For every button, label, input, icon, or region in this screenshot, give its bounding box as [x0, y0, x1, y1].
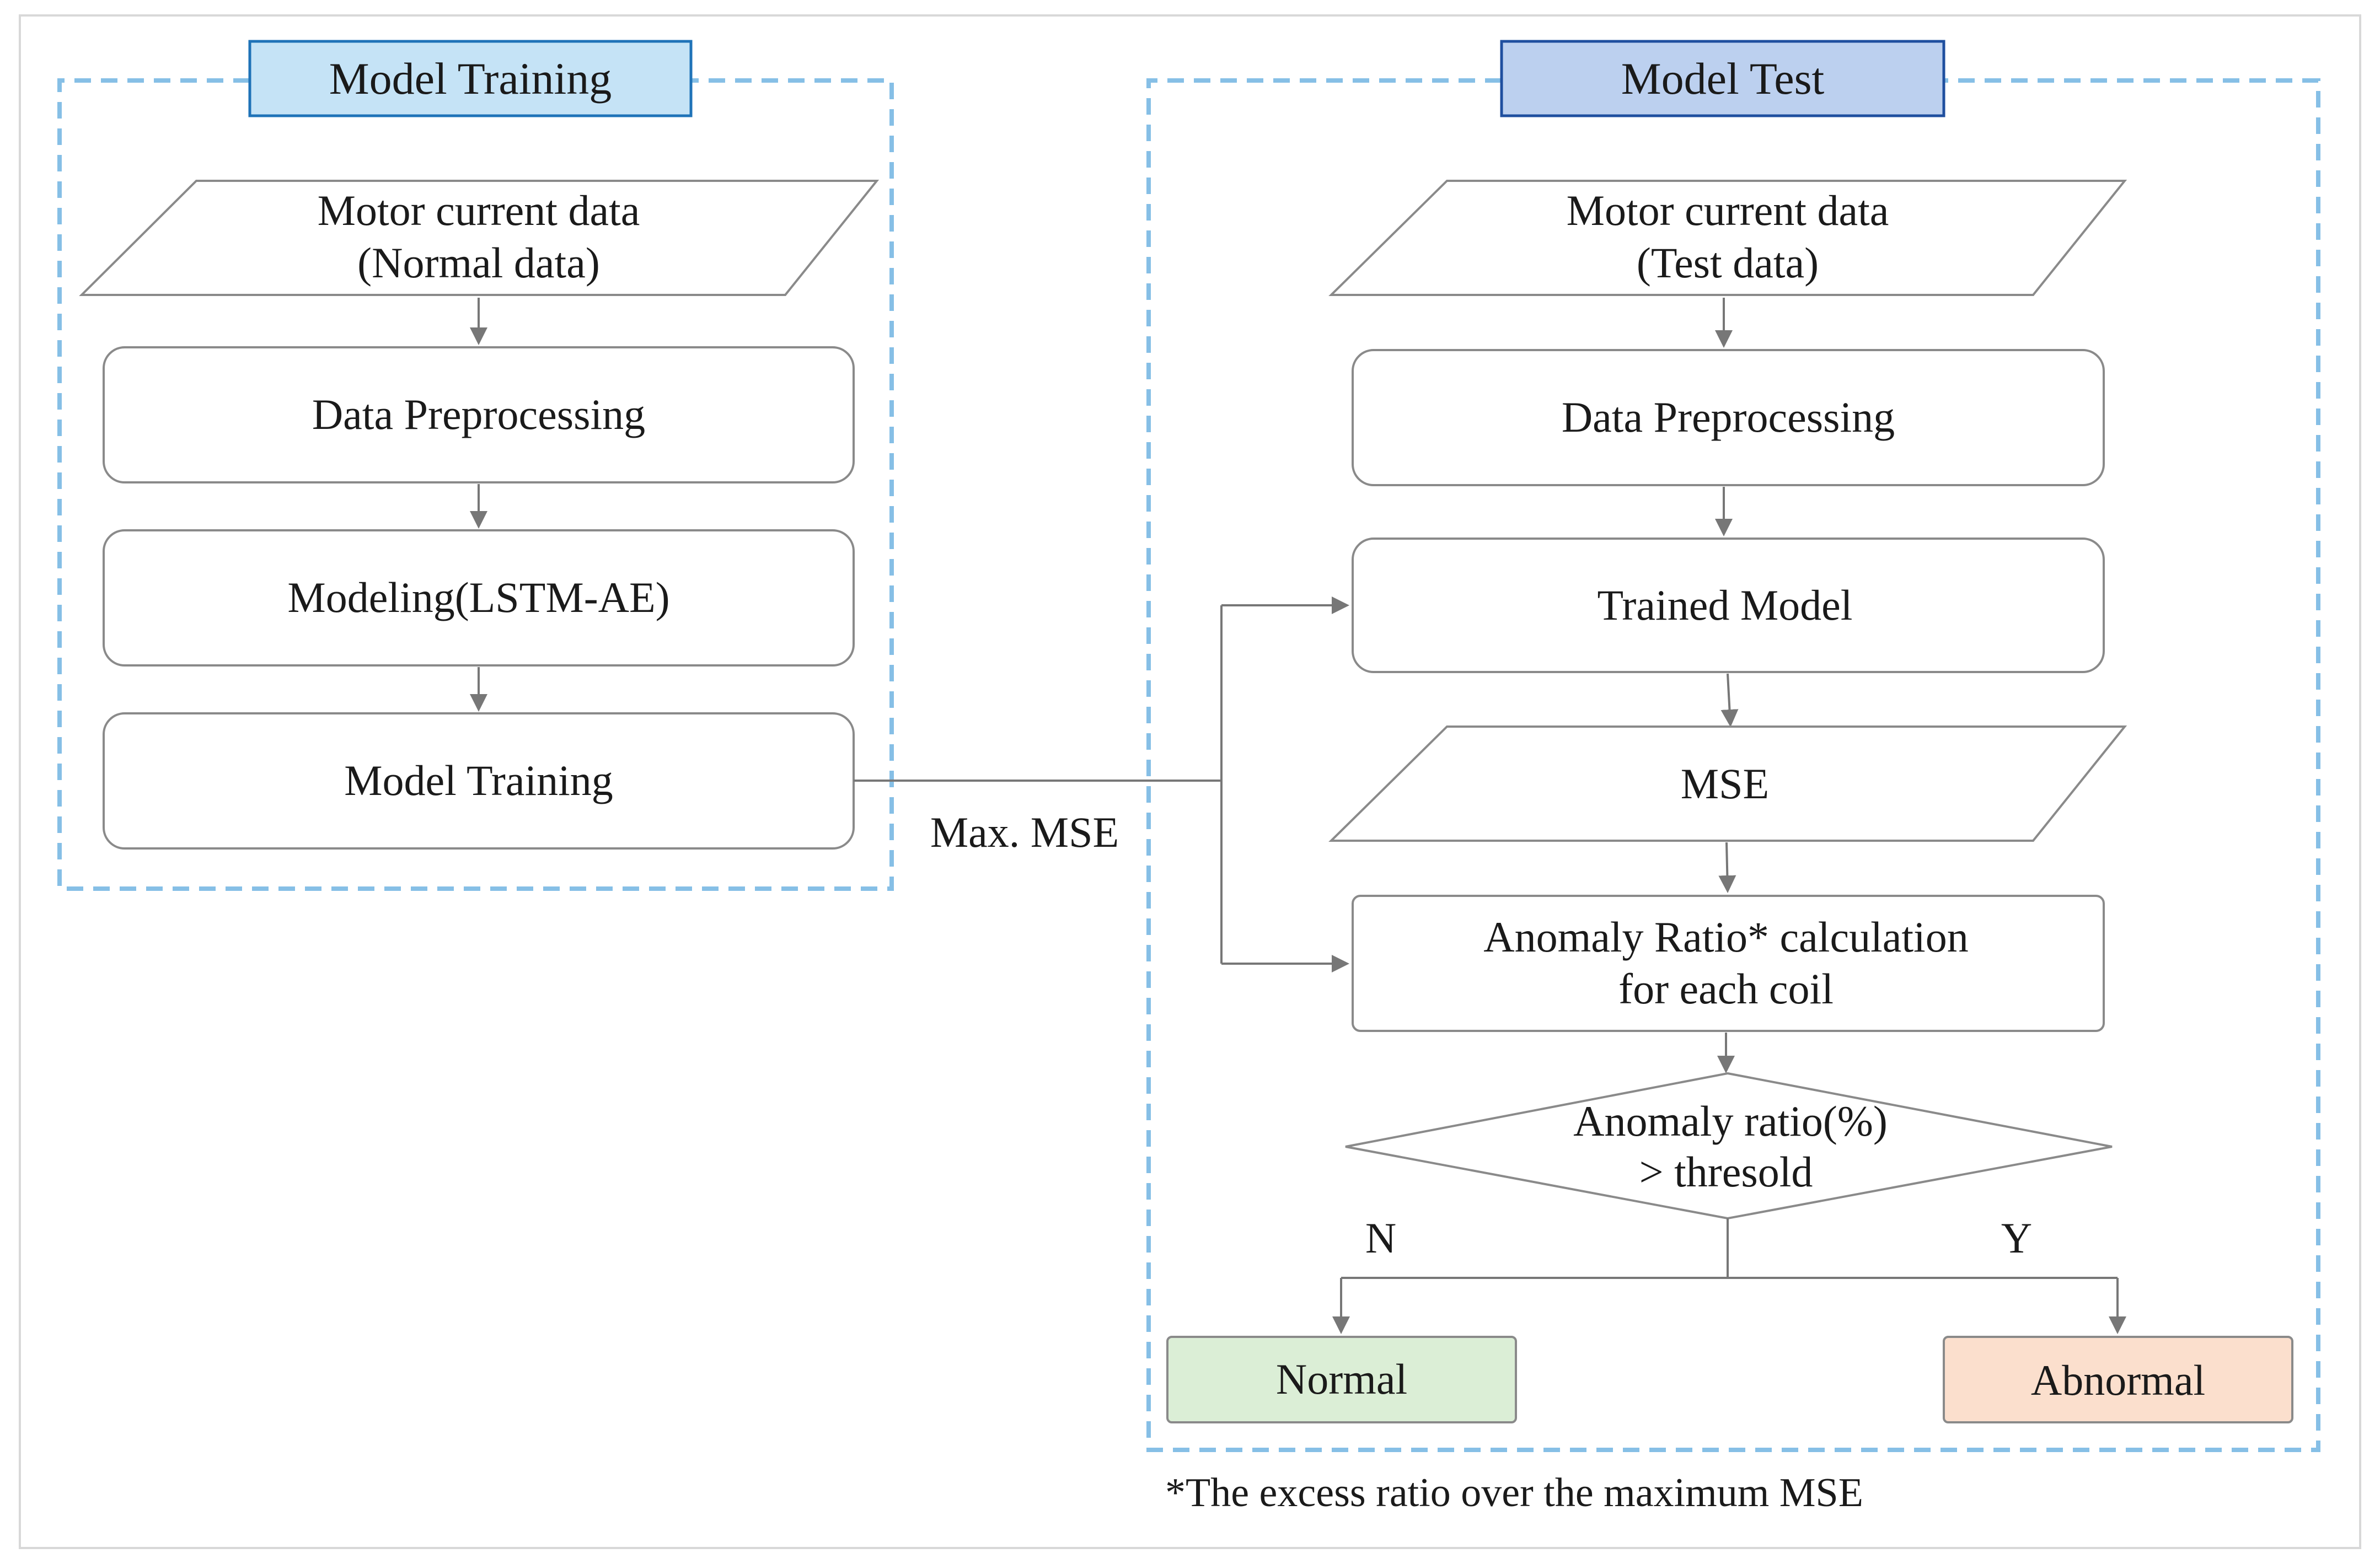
abnormal-outcome-text: Abnormal	[2031, 1356, 2205, 1404]
test-input-line2: (Test data)	[1637, 239, 1819, 287]
test-anomaly-calc-line2: for each coil	[1618, 965, 1834, 1013]
footnote: *The excess ratio over the maximum MSE	[1165, 1470, 1863, 1515]
training-header-box	[248, 40, 693, 117]
training-model-training-text: Model Training	[344, 756, 613, 804]
outer-frame	[19, 14, 2361, 1549]
test-mse-parallelogram	[1328, 725, 2127, 842]
branch-no-label: N	[1365, 1214, 1396, 1262]
test-anomaly-calc-line1: Anomaly Ratio* calculation	[1483, 913, 1968, 961]
training-modeling-box	[103, 529, 855, 667]
test-decision-diamond	[1345, 1072, 2113, 1220]
normal-outcome-text: Normal	[1276, 1355, 1407, 1403]
normal-outcome-box	[1166, 1336, 1517, 1423]
test-header-box	[1500, 40, 1945, 117]
test-input-parallelogram	[1328, 180, 2127, 296]
training-preprocessing-text: Data Preprocessing	[312, 390, 645, 438]
training-input-line2: (Normal data)	[357, 239, 600, 287]
test-trained-model-text: Trained Model	[1598, 581, 1853, 629]
test-decision-line2: > thresold	[1639, 1148, 1813, 1196]
connector-label: Max. MSE	[930, 808, 1119, 856]
test-trained-model-box	[1352, 538, 2105, 673]
test-mse-text: MSE	[1681, 760, 1769, 808]
test-preprocessing-box	[1352, 349, 2105, 486]
test-arrow-4	[1718, 842, 1736, 893]
test-preprocessing-text: Data Preprocessing	[1562, 393, 1895, 441]
test-header-text: Model Test	[1621, 53, 1825, 104]
training-group: Model Training Motor current data (Norma…	[57, 40, 894, 891]
training-input-parallelogram	[79, 180, 880, 296]
test-arrow-3	[1720, 673, 1739, 727]
training-header-text: Model Training	[329, 53, 612, 104]
training-preprocessing-box	[103, 346, 855, 483]
test-decision-line1: Anomaly ratio(%)	[1573, 1097, 1888, 1145]
training-group-border	[57, 78, 894, 891]
training-input-line1: Motor current data	[318, 186, 640, 234]
test-input-line1: Motor current data	[1567, 186, 1889, 234]
test-group-border	[1146, 78, 2320, 1452]
training-modeling-text: Modeling(LSTM-AE)	[287, 573, 669, 621]
test-anomaly-calc-box	[1352, 895, 2105, 1032]
abnormal-outcome-box	[1943, 1336, 2293, 1423]
max-mse-connector: Max. MSE	[854, 596, 1349, 972]
test-group: Model Test Motor current data (Test data…	[1146, 40, 2320, 1452]
branch-yes-label: Y	[2001, 1214, 2032, 1262]
